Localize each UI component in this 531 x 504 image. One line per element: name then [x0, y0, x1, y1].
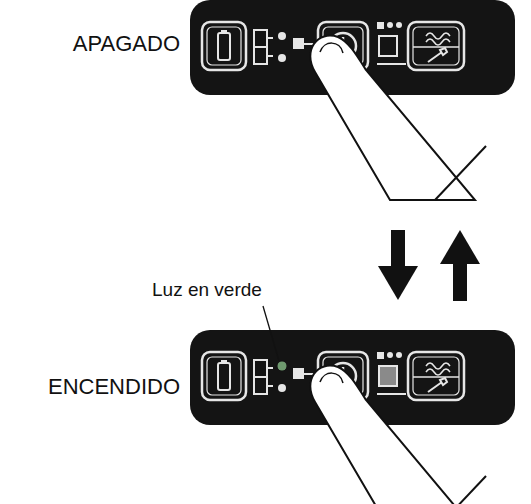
panel-state: APAGADO [0, 0, 531, 205]
panel-state: ENCENDIDO [0, 330, 531, 504]
state-label: APAGADO [73, 32, 180, 56]
transition-arrow [440, 230, 480, 301]
transition-arrow [378, 230, 418, 300]
state-label: ENCENDIDO [48, 375, 180, 399]
callout-label: Luz en verde [150, 280, 264, 301]
